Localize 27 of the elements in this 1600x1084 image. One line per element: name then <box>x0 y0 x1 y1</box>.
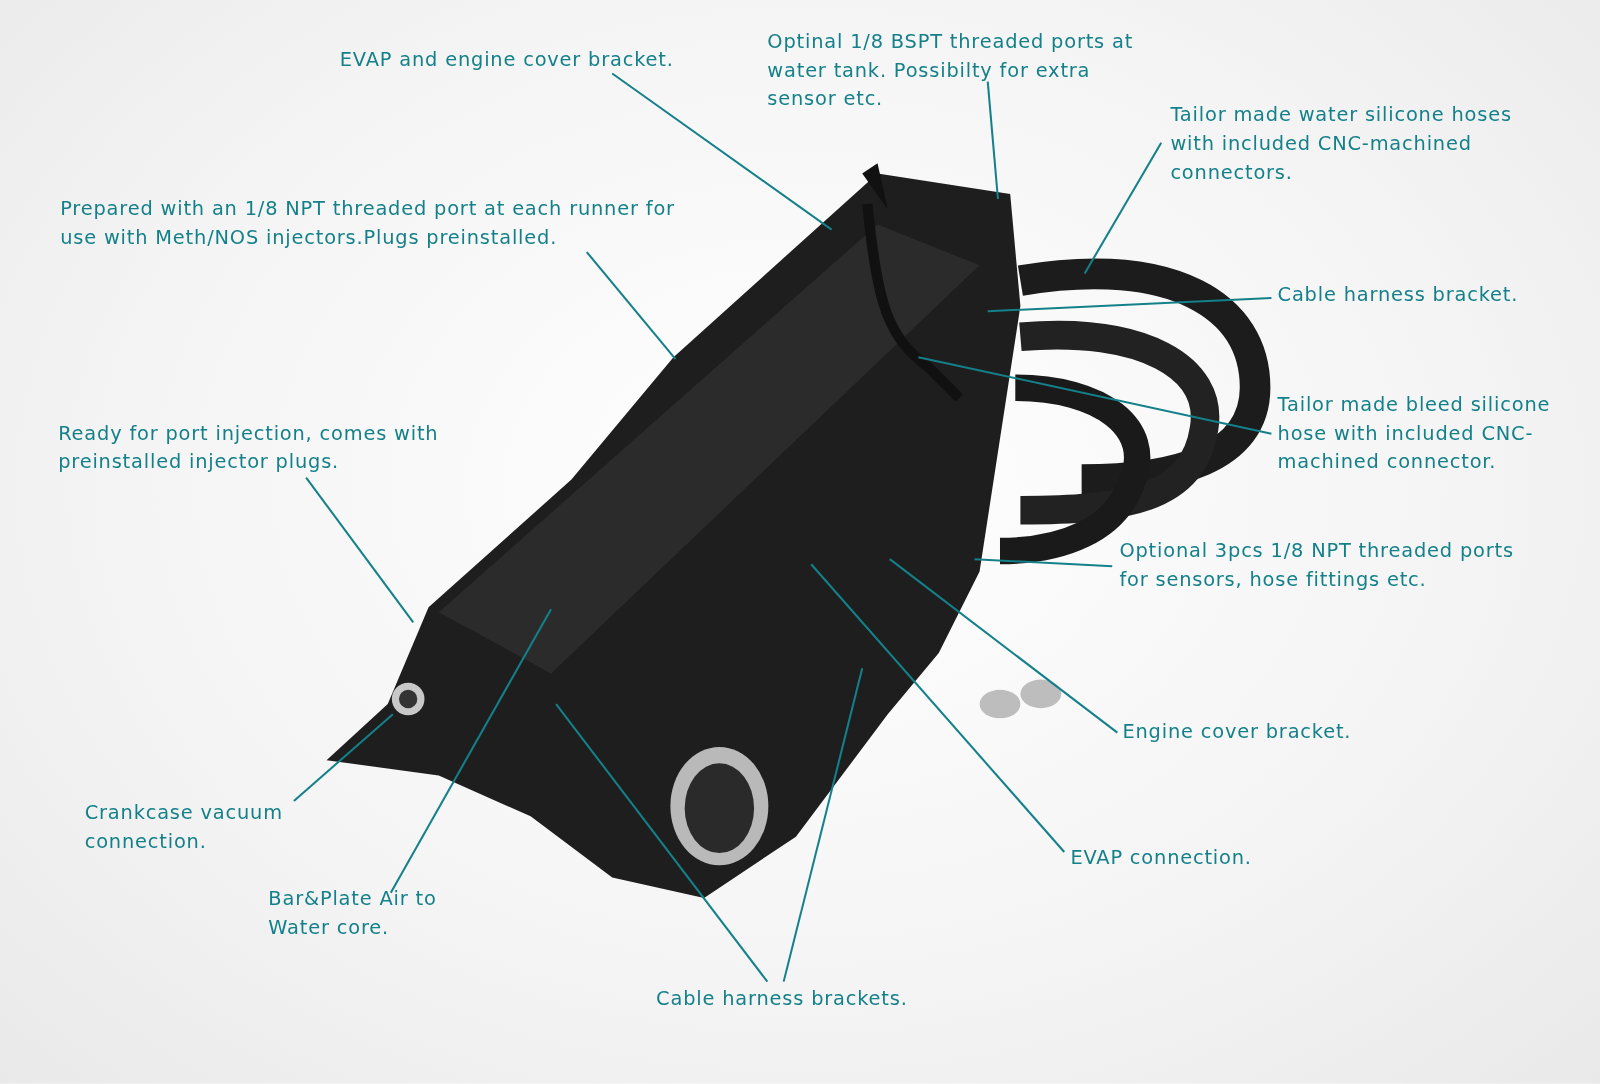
callout-text: Cable harness bracket. <box>1277 279 1543 309</box>
callout-text: Ready for port injection, comes with preinstalled injector plugs. <box>58 418 497 476</box>
leader-line <box>611 72 833 231</box>
callout-text: Optional 3pcs 1/8 NPT threaded ports for sensors, hose fittings etc. <box>1119 535 1518 593</box>
leader-line <box>889 558 1118 734</box>
leader-line <box>389 608 552 894</box>
leader-line <box>305 476 415 624</box>
leader-line <box>1083 142 1163 274</box>
leader-line <box>555 703 769 983</box>
leader-line <box>782 668 864 982</box>
callout-text: EVAP connection. <box>1070 842 1285 872</box>
callout-text: Cable harness brackets. <box>656 983 932 1013</box>
callout-text: Engine cover bracket. <box>1122 716 1378 745</box>
callout-text: EVAP and engine cover bracket. <box>339 44 697 74</box>
leader-line <box>974 558 1113 568</box>
callout-text: Prepared with an 1/8 NPT threaded port at each runner for use with Meth/NOS injectors.Plugs preinstalled. <box>60 193 714 251</box>
leader-line <box>585 251 677 360</box>
callout-text: Bar&Plate Air to Water core. <box>268 883 463 941</box>
callout-text: Tailor made bleed silicone hose with included CNC-machined connector. <box>1277 389 1584 476</box>
leader-line <box>987 296 1272 313</box>
leader-line <box>986 81 999 200</box>
callout-text: Optinal 1/8 BSPT threaded ports at water tank. Possibilty for extra sensor etc. <box>767 26 1147 113</box>
leader-line <box>810 563 1066 853</box>
callout-text: Tailor made water silicone hoses with included CNC-machined connectors. <box>1170 100 1548 186</box>
callout-text: Crankcase vacuum connection. <box>84 797 299 856</box>
leader-line <box>918 356 1272 435</box>
leader-line <box>293 713 394 802</box>
